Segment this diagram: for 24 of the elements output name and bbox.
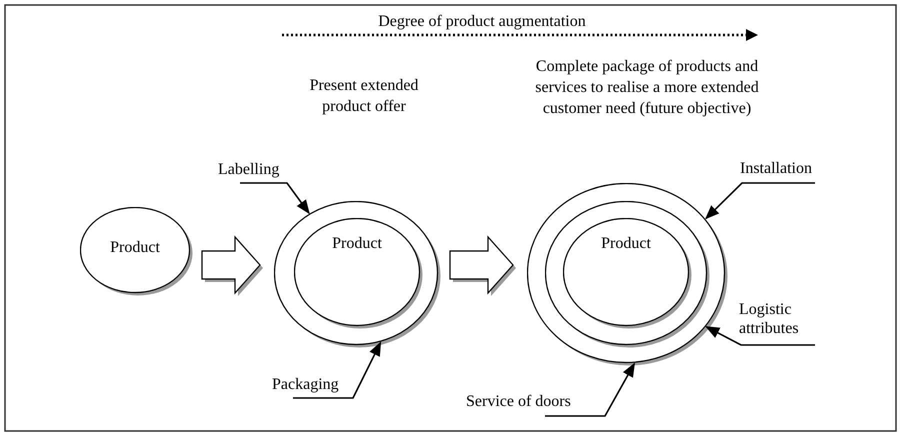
ring-ellipse — [527, 183, 729, 367]
stage-heading: Complete package of products and services to realise a more extended customer need (future objective) — [534, 57, 760, 119]
block-arrow — [449, 235, 516, 296]
block-arrow — [201, 235, 263, 296]
stage-heading: Present extended product offer — [308, 76, 420, 117]
leader-arrow — [545, 362, 635, 417]
callout-label: Logistic attributes — [739, 300, 800, 338]
node-label: Product — [109, 239, 161, 258]
leader-arrow — [293, 341, 382, 399]
callout-label: Service of doors — [466, 392, 572, 412]
callout-label: Installation — [740, 159, 813, 178]
callout-label: Labelling — [218, 160, 280, 180]
product-ellipse — [563, 218, 693, 330]
node-label: Product — [600, 235, 652, 254]
product-ellipse — [294, 218, 424, 330]
ring-ellipse — [545, 201, 711, 349]
ring-ellipse — [274, 201, 442, 349]
node-label: Product — [331, 235, 383, 254]
callout-label: Packaging — [272, 375, 340, 394]
leader-arrow — [705, 182, 815, 220]
leader-arrow — [705, 326, 815, 346]
product-ellipse — [80, 207, 194, 297]
leader-arrow — [240, 182, 310, 214]
axis-title: Degree of product augmentation — [377, 12, 587, 32]
